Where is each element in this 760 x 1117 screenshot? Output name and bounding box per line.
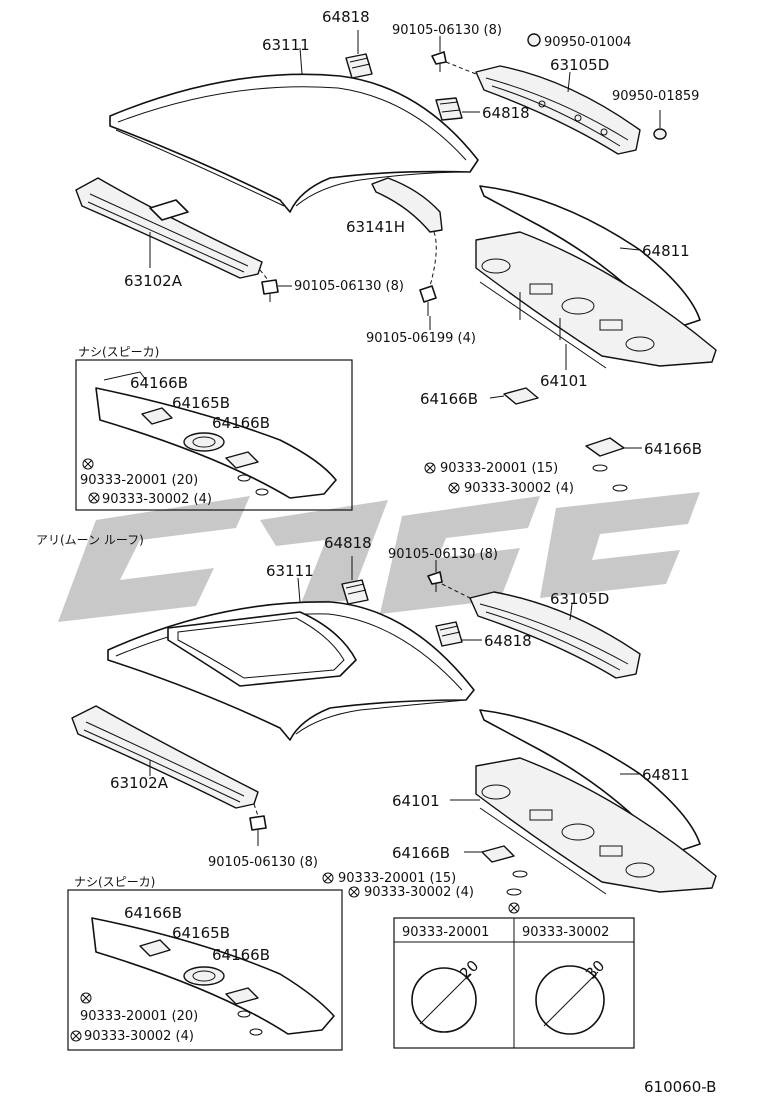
label-63102A-top: 63102A <box>124 272 183 290</box>
inset-top-caption: ナシ(スピーカ) <box>78 345 159 359</box>
inset-top-64166B-a: 64166B <box>130 374 188 392</box>
bolt-top-right <box>431 51 447 72</box>
label-90333-20001-b: 90333-20001 (15) <box>338 871 456 886</box>
inset-top-90333-20001: 90333-20001 (20) <box>80 473 198 488</box>
nut-90950-01004 <box>527 33 541 47</box>
spec-header-2: 90333-30002 <box>522 925 609 940</box>
label-64811-top: 64811 <box>642 242 690 260</box>
front-header-top <box>75 177 263 279</box>
clip-64818-bottom2 <box>435 621 463 647</box>
bolt-90105-06130-mid <box>261 279 279 302</box>
label-64818-b2: 64818 <box>484 632 532 650</box>
label-64166B-right2: 64166B <box>644 440 702 458</box>
label-90105-06130-b2: 90105-06130 (8) <box>208 855 318 870</box>
label-64818-mid: 64818 <box>482 104 530 122</box>
label-64101-b: 64101 <box>392 792 440 810</box>
inset-top-box <box>75 359 353 511</box>
plugs-bottom <box>506 870 528 896</box>
inset-top-drawing <box>95 371 337 499</box>
label-90333-30002-top: 90333-30002 (4) <box>464 481 574 496</box>
inset-bottom-caption: ナシ(スピーカ) <box>74 875 155 889</box>
package-tray-top <box>475 185 717 369</box>
roof-panel-bottom <box>107 601 475 741</box>
inset-bottom-64165B: 64165B <box>172 924 230 942</box>
rear-rail-bottom <box>469 591 641 679</box>
spec-header-1: 90333-20001 <box>402 925 489 940</box>
moonroof-caption: アリ(ムーン ルーフ) <box>36 533 144 547</box>
inset-bottom-64166B-a: 64166B <box>124 904 182 922</box>
bolt-bottom-right <box>427 571 443 592</box>
clip-64166B-right2 <box>585 437 625 457</box>
inset-bottom-64166B-b: 64166B <box>212 946 270 964</box>
inset-top-64166B-b: 64166B <box>212 414 270 432</box>
label-64101-top: 64101 <box>540 372 588 390</box>
roof-rail-63141H <box>371 177 443 233</box>
label-90950-01004: 90950-01004 <box>544 35 631 50</box>
label-64818-b1: 64818 <box>324 534 372 552</box>
roof-panel-top <box>109 73 479 213</box>
label-90333-30002-b: 90333-30002 (4) <box>364 885 474 900</box>
diagram-code: 610060-B <box>644 1078 716 1096</box>
inset-bottom-drawing <box>91 917 335 1036</box>
inset-bottom-90333-20001: 90333-20001 (20) <box>80 1009 198 1024</box>
grommet-90950-01859 <box>653 128 667 140</box>
inset-bottom-box <box>67 889 343 1051</box>
clip-64818-mid <box>435 97 463 121</box>
label-63141H: 63141H <box>346 218 405 236</box>
package-tray-bottom <box>475 709 717 895</box>
bolt-90105-06199 <box>419 285 437 316</box>
label-90105-06199: 90105-06199 (4) <box>366 331 476 346</box>
label-64818-top: 64818 <box>322 8 370 26</box>
label-63105D-b: 63105D <box>550 590 609 608</box>
clip-64818-top <box>345 53 373 79</box>
label-90105-06130-top: 90105-06130 (8) <box>392 23 502 38</box>
clip-64166B-bottom <box>481 845 515 863</box>
label-90333-20001-top: 90333-20001 (15) <box>440 461 558 476</box>
plugs-top <box>592 464 628 492</box>
label-64166B-right1: 64166B <box>420 390 478 408</box>
label-63111-b: 63111 <box>266 562 314 580</box>
label-64166B-b: 64166B <box>392 844 450 862</box>
label-63102A-b: 63102A <box>110 774 169 792</box>
clip-64166B-right1 <box>503 387 539 405</box>
bolt-90105-06130-bottom2 <box>249 815 267 846</box>
clip-64818-bottom1 <box>341 579 369 605</box>
inset-top-90333-30002: 90333-30002 (4) <box>102 492 212 507</box>
label-64811-b: 64811 <box>642 766 690 784</box>
label-90105-06130-mid: 90105-06130 (8) <box>294 279 404 294</box>
label-90105-06130-b: 90105-06130 (8) <box>388 547 498 562</box>
label-90950-01859: 90950-01859 <box>612 89 699 104</box>
circled-x-symbols <box>70 458 520 1042</box>
spec-table <box>393 917 635 1049</box>
inset-bottom-90333-30002: 90333-30002 (4) <box>84 1029 194 1044</box>
label-63105D-top: 63105D <box>550 56 609 74</box>
inset-top-64165B: 64165B <box>172 394 230 412</box>
front-header-bottom <box>71 705 259 809</box>
label-63111-top: 63111 <box>262 36 310 54</box>
rear-rail-top <box>475 65 641 155</box>
